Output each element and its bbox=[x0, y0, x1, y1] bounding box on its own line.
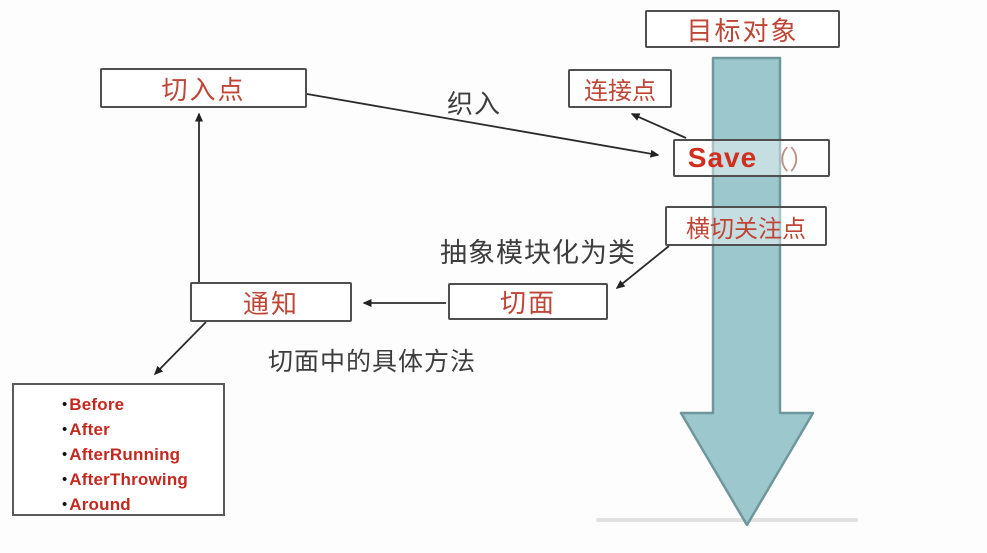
list-item: • After bbox=[62, 417, 223, 442]
connector-advice-to-list bbox=[153, 321, 207, 376]
connector-pointcut-to-save bbox=[306, 93, 660, 158]
target-object-label: 目标对象 bbox=[686, 15, 799, 46]
weaving-edge-label: 织入 bbox=[447, 89, 502, 119]
list-item: • AfterThrowing bbox=[62, 467, 223, 492]
advice-type-afterthrowing: AfterThrowing bbox=[69, 469, 189, 489]
advice-type-afterrunning: AfterRunning bbox=[69, 444, 181, 464]
save-method-parentheses: （） bbox=[763, 144, 816, 175]
advice-type-around: Around bbox=[69, 494, 131, 514]
aspect-box: 切面 bbox=[448, 283, 608, 320]
advice-type-before: Before bbox=[69, 394, 125, 414]
crosscutting-concern-box: 横切关注点 bbox=[665, 206, 827, 246]
aspect-label: 切面 bbox=[499, 288, 556, 318]
advice-box: 通知 bbox=[190, 282, 352, 322]
pointcut-box: 切入点 bbox=[100, 68, 307, 108]
advice-types-box: • Before • After • AfterRunning • AfterT… bbox=[12, 383, 225, 516]
connector-concern-to-aspect bbox=[615, 245, 670, 289]
list-item: • Around bbox=[62, 492, 223, 517]
abstract-modularize-label: 抽象模块化为类 bbox=[440, 238, 636, 268]
concrete-methods-label: 切面中的具体方法 bbox=[268, 348, 477, 376]
list-item: • AfterRunning bbox=[62, 442, 223, 467]
pointcut-label: 切入点 bbox=[161, 74, 246, 105]
save-method-label: Save bbox=[687, 142, 758, 173]
slide-edge-shadow bbox=[596, 518, 858, 522]
join-point-box: 连接点 bbox=[568, 69, 672, 108]
advice-type-after: After bbox=[69, 419, 110, 439]
save-method-box: Save （） bbox=[673, 139, 830, 177]
crosscutting-concern-label: 横切关注点 bbox=[686, 215, 806, 243]
target-object-box: 目标对象 bbox=[645, 10, 840, 48]
bullet-icon: • bbox=[62, 446, 68, 463]
advice-label: 通知 bbox=[242, 288, 299, 319]
join-point-label: 连接点 bbox=[584, 78, 656, 105]
bullet-icon: • bbox=[62, 496, 68, 513]
connector-save-to-joinpoint bbox=[630, 113, 687, 139]
flow-down-arrow-icon bbox=[679, 56, 815, 527]
bullet-icon: • bbox=[62, 421, 68, 438]
list-item: • Before bbox=[62, 392, 223, 417]
bullet-icon: • bbox=[62, 471, 68, 488]
bullet-icon: • bbox=[62, 396, 68, 413]
